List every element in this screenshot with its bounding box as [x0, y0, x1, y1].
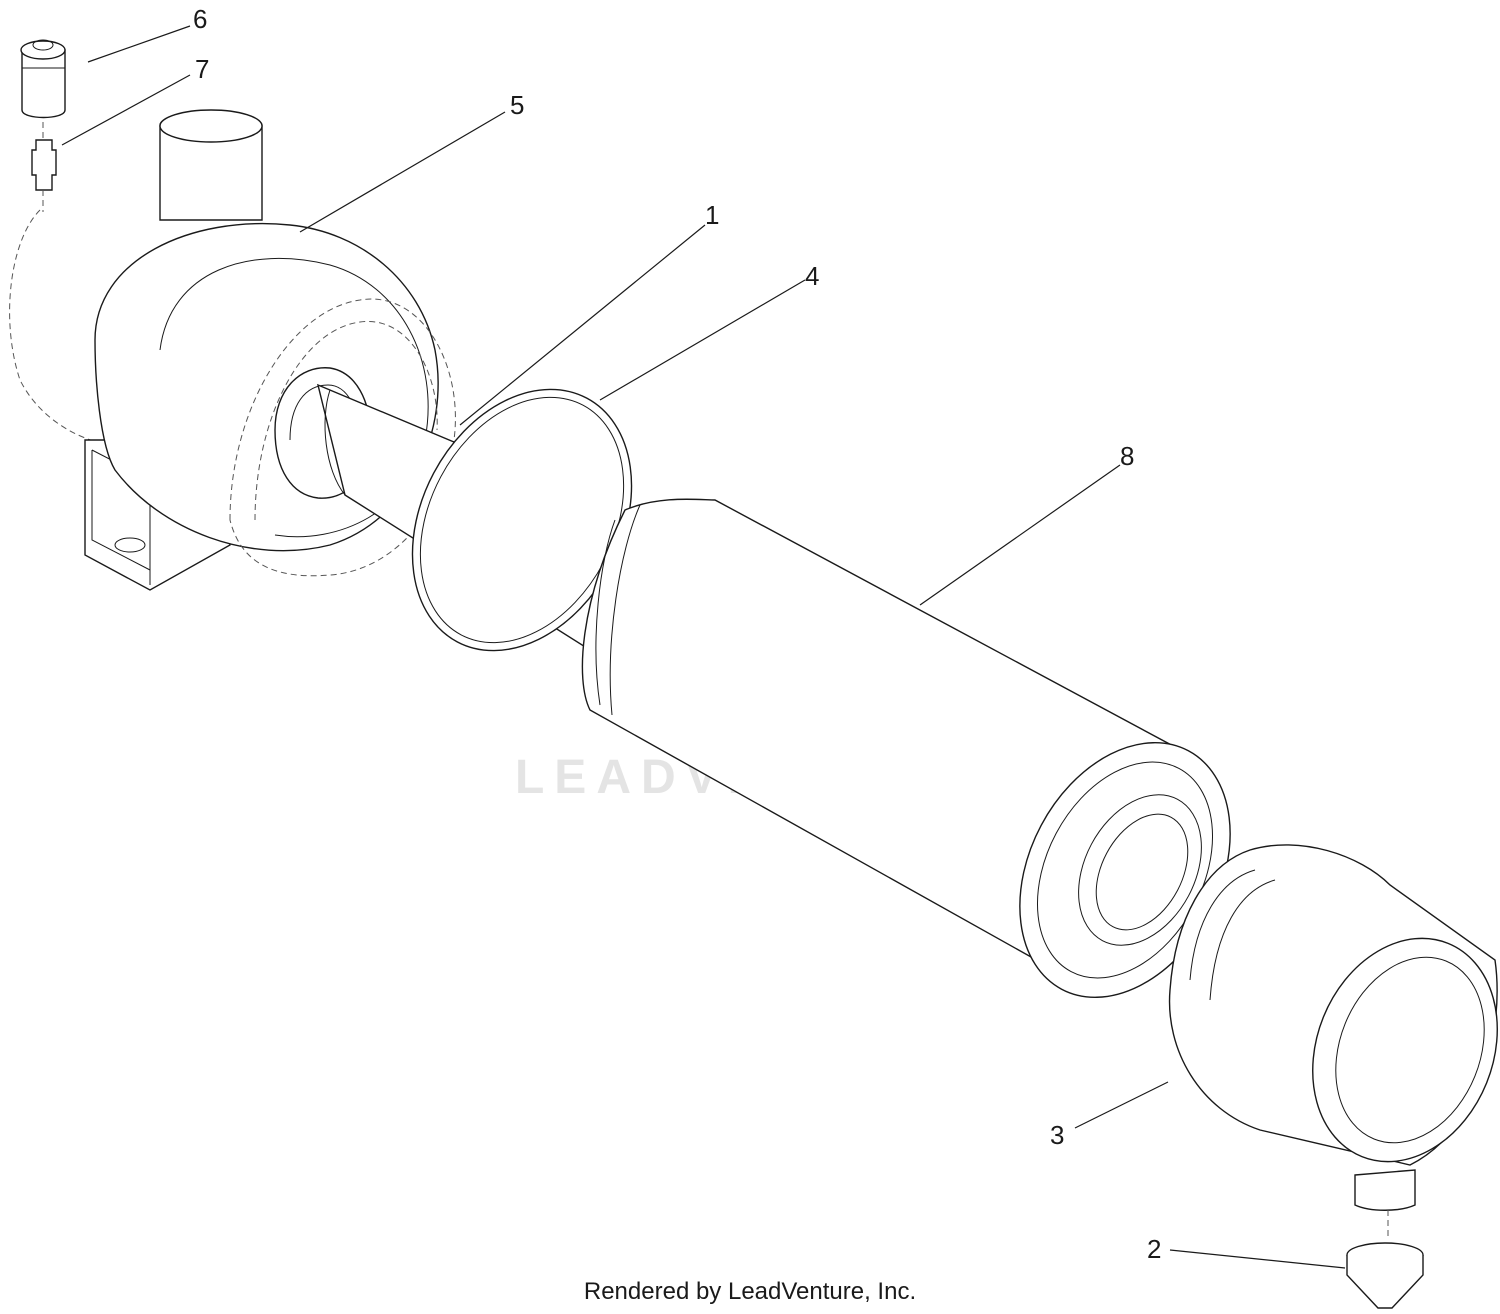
leader-line-8: [919, 464, 1121, 606]
leader-line-6: [87, 25, 191, 63]
part-2-valve[interactable]: [1346, 1210, 1424, 1309]
part-3-cover[interactable]: [1168, 844, 1500, 1211]
callouts: 6 7 5 1 4 8 3 2: [193, 4, 1161, 1264]
leader-line-4: [599, 279, 806, 401]
callout-7[interactable]: 7: [195, 54, 209, 84]
callout-6[interactable]: 6: [193, 4, 207, 34]
callout-1[interactable]: 1: [705, 200, 719, 230]
callout-2[interactable]: 2: [1147, 1234, 1161, 1264]
callout-5[interactable]: 5: [510, 90, 524, 120]
leader-line-7: [61, 74, 191, 146]
part-6-cap[interactable]: [20, 39, 66, 119]
leader-line-5: [299, 111, 506, 233]
leader-lines: [61, 25, 1346, 1269]
callout-4[interactable]: 4: [805, 261, 819, 291]
callout-8[interactable]: 8: [1120, 441, 1134, 471]
part-7-fitting[interactable]: [31, 122, 57, 212]
leader-line-1: [459, 224, 706, 426]
part-8-filter-element[interactable]: [581, 498, 1272, 1034]
callout-3[interactable]: 3: [1050, 1120, 1064, 1150]
footer-credit: Rendered by LeadVenture, Inc.: [583, 1278, 917, 1305]
leader-line-3: [1074, 1081, 1169, 1129]
leader-line-2: [1169, 1249, 1346, 1269]
